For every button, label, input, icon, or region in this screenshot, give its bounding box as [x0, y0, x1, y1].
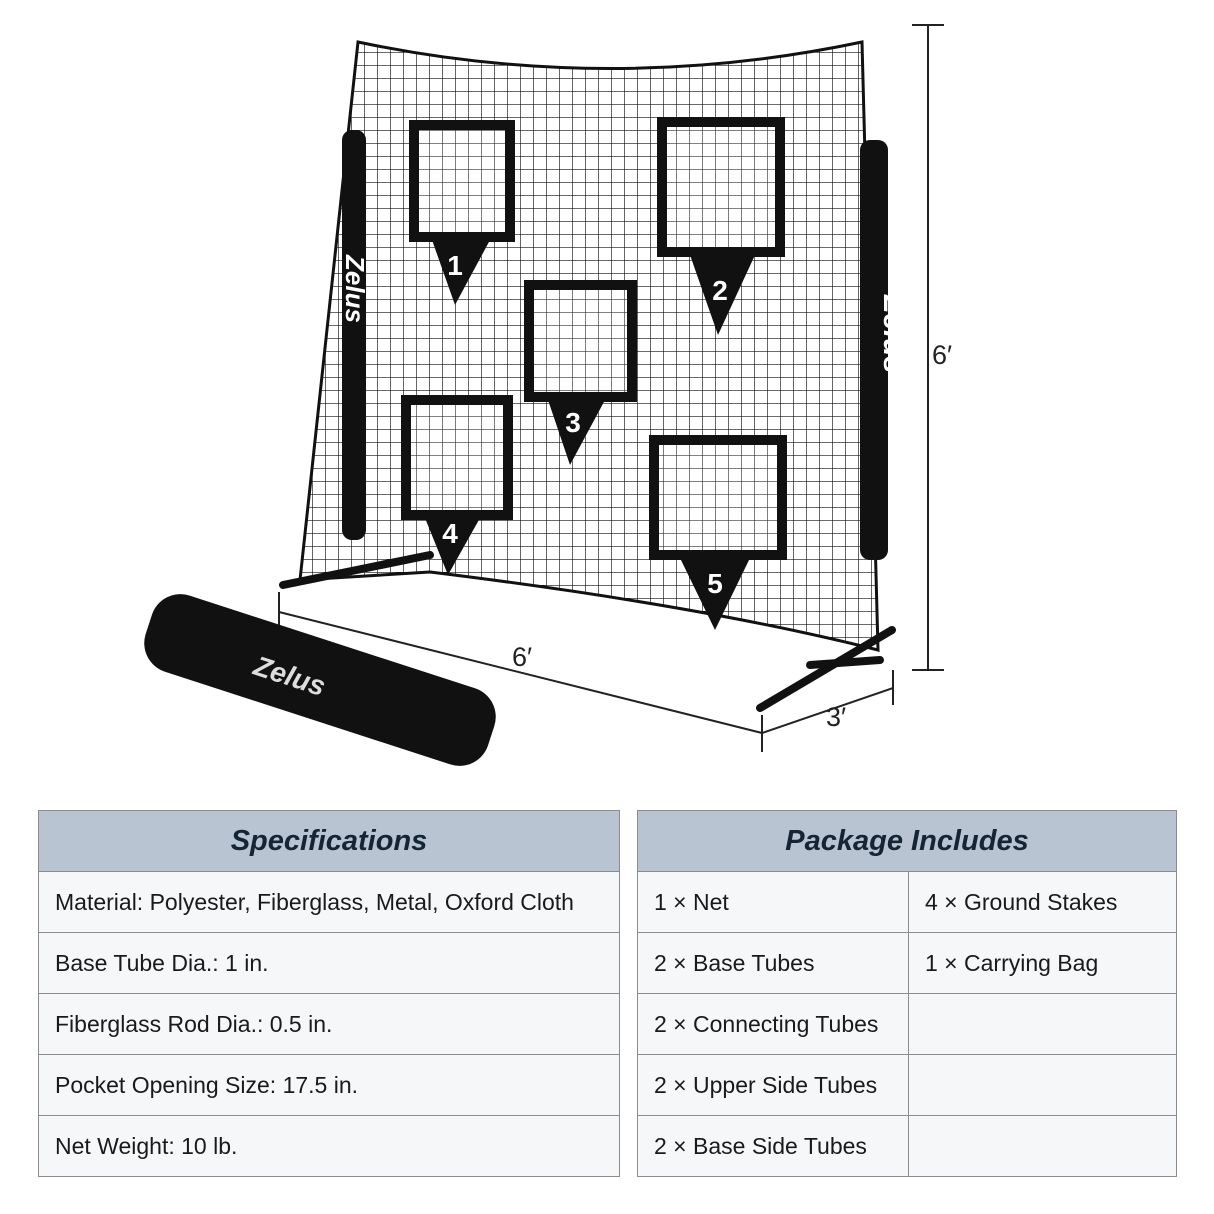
pocket-3	[524, 280, 637, 402]
package-item: 4 × Ground Stakes	[908, 871, 1177, 933]
pocket-number-3: 3	[565, 407, 581, 438]
package-title: Package Includes	[637, 810, 1177, 872]
depth-label: 3′	[826, 702, 847, 732]
pocket-4	[401, 395, 513, 520]
pocket-number-5: 5	[707, 568, 723, 599]
brand-logo-right: Zelus	[877, 294, 910, 373]
brand-logo-left: Zelus	[340, 254, 370, 323]
left-side-pad	[342, 130, 366, 540]
package-item	[908, 993, 1177, 1055]
pocket-2	[657, 117, 785, 257]
dimension-lines	[278, 24, 944, 752]
spec-row: Fiberglass Rod Dia.: 0.5 in.	[38, 993, 620, 1055]
pocket-number-4: 4	[442, 518, 458, 549]
package-item: 1 × Net	[637, 871, 909, 933]
spec-row: Net Weight: 10 lb.	[38, 1115, 620, 1177]
width-label: 6′	[512, 642, 533, 672]
package-item: 2 × Base Tubes	[637, 932, 909, 994]
package-item: 2 × Connecting Tubes	[637, 993, 909, 1055]
package-item: 2 × Base Side Tubes	[637, 1115, 909, 1177]
pocket-number-2: 2	[712, 275, 728, 306]
package-item: 1 × Carrying Bag	[908, 932, 1177, 994]
spec-row: Material: Polyester, Fiberglass, Metal, …	[38, 871, 620, 933]
specifications-table: Specifications Material: Polyester, Fibe…	[38, 810, 620, 1177]
package-item	[908, 1054, 1177, 1116]
package-item	[908, 1115, 1177, 1177]
carrying-bag: Zelus	[144, 594, 496, 766]
height-label: 6′	[932, 340, 953, 370]
net-illustration: Zelus Zelus 1 2 3 4 5 Zelus	[144, 24, 944, 766]
spec-row: Base Tube Dia.: 1 in.	[38, 932, 620, 994]
right-side-pad	[860, 140, 888, 560]
pocket-number-1: 1	[447, 250, 463, 281]
package-item: 2 × Upper Side Tubes	[637, 1054, 909, 1116]
spec-row: Pocket Opening Size: 17.5 in.	[38, 1054, 620, 1116]
pocket-1	[409, 120, 515, 242]
pocket-5	[649, 435, 787, 560]
net: Zelus Zelus 1 2 3 4 5	[279, 40, 910, 712]
specifications-title: Specifications	[38, 810, 620, 872]
